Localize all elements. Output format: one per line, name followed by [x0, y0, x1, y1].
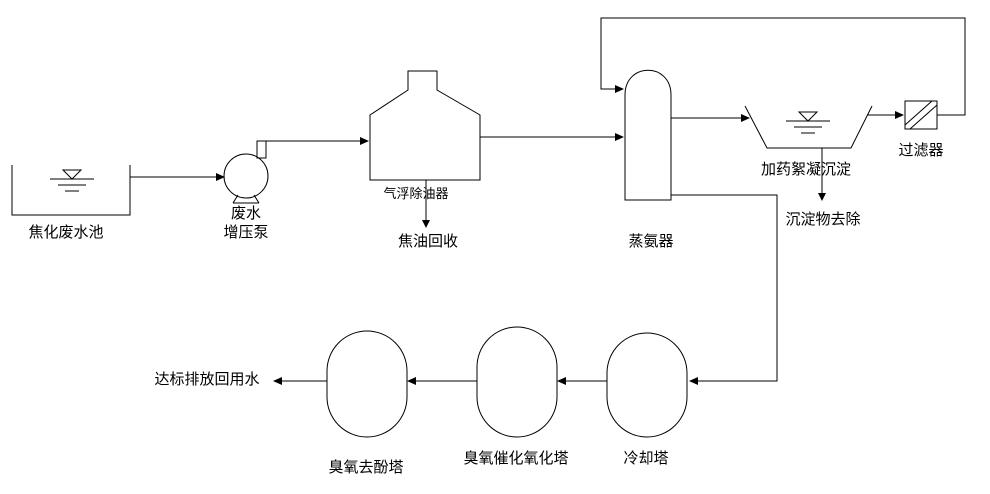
ozone-oxidation-tower-shape [476, 326, 558, 438]
flow-line-sedimentation-to-filter [867, 111, 904, 119]
flow-line-filter-recycle-loop [600, 17, 966, 116]
filter-shape [904, 100, 938, 130]
flotation-label: 气浮除油器 [383, 186, 449, 201]
flow-line-stripper-to-sedimentation [671, 114, 750, 122]
flow-line-pump-to-flotation [266, 137, 369, 145]
ozone-oxidation-tower-label: 臭氧催化氧化塔 [463, 451, 569, 467]
pump-label-line1: 废水 [230, 206, 262, 222]
pool-label: 焦化废水池 [28, 225, 104, 241]
flow-line-pool-to-pump [130, 173, 225, 181]
cooling-tower-label: 冷却塔 [623, 451, 669, 467]
effluent-label: 达标排放回用水 [154, 372, 260, 388]
flow-line-cooling-to-oxidation [557, 377, 607, 385]
pool-shape [11, 165, 131, 216]
flow-line-stripper-to-cooling [671, 194, 778, 385]
filter-label: 过滤器 [898, 143, 944, 159]
tar-recovery-label: 焦油回收 [397, 234, 459, 250]
ozone-phenol-tower-shape [326, 330, 408, 438]
pump-shape [223, 140, 269, 204]
flow-line-phenol-to-effluent [273, 377, 327, 385]
pump-label-line2: 增压泵 [223, 224, 269, 241]
flow-line-flotation-to-stripper [480, 133, 624, 141]
sedimentation-tank-shape [744, 105, 873, 149]
cooling-tower-shape [606, 332, 688, 438]
sediment-removal-label: 沉淀物去除 [785, 212, 861, 228]
sedimentation-water-level-icon [786, 111, 830, 134]
flow-line-flotation-to-tar [422, 180, 430, 228]
flow-line-sedimentation-to-removal [818, 148, 826, 201]
pool-water-level-icon [50, 169, 94, 192]
ozone-phenol-tower-label: 臭氧去酚塔 [328, 460, 404, 476]
flotation-shape [369, 70, 481, 181]
flow-line-oxidation-to-phenol [407, 377, 477, 385]
stripper-shape [624, 69, 672, 201]
pump-label: 废水 增压泵 [223, 205, 268, 243]
sedimentation-label: 加药絮凝沉淀 [760, 162, 852, 178]
stripper-label: 蒸氨器 [628, 234, 674, 250]
